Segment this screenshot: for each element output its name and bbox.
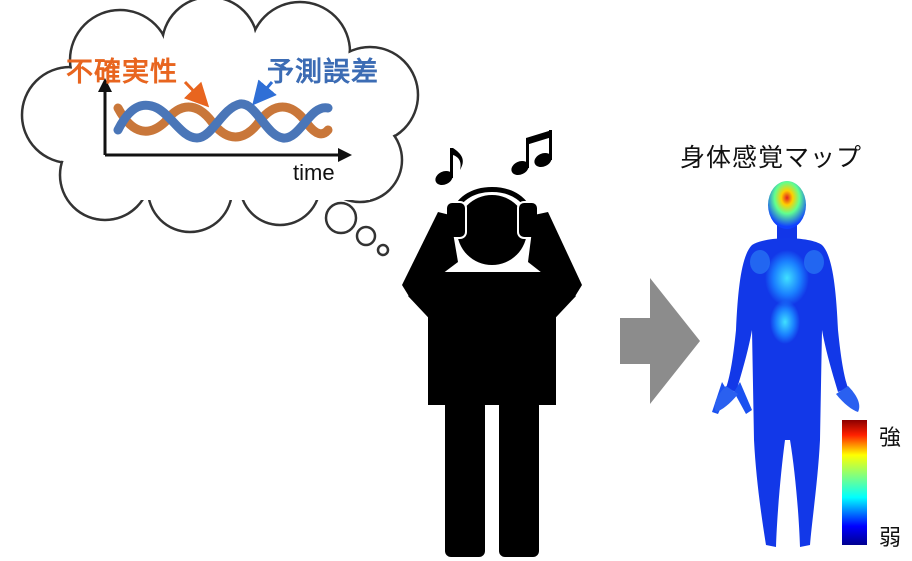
- colorbar-max-label: 強: [879, 426, 902, 451]
- prediction-error-wave: [113, 99, 333, 143]
- prediction-error-label: 予測誤差: [267, 57, 379, 88]
- uncertainty-pointer-arrow: [183, 80, 210, 108]
- thought-bubble-large: [324, 201, 358, 235]
- thought-bubble-medium: [355, 225, 377, 247]
- time-axis-label: time: [293, 160, 335, 185]
- uncertainty-label: 不確実性: [66, 57, 178, 88]
- y-axis-arrowhead: [98, 78, 112, 92]
- colorbar: [842, 420, 867, 545]
- thought-bubble-small: [376, 243, 390, 257]
- beamed-notes-icon: [511, 130, 552, 176]
- error-pointer-arrow: [252, 79, 277, 106]
- body-map-title: 身体感覚マップ: [680, 143, 863, 172]
- thought-cloud-icon: [20, 0, 420, 257]
- eighth-note-icon: [435, 148, 463, 186]
- wave-plot: [98, 78, 352, 162]
- colorbar-min-label: 弱: [879, 526, 902, 551]
- person-with-headphones-icon: [402, 187, 582, 557]
- time-axis-arrowhead: [338, 148, 352, 162]
- right-arrow-icon: [620, 278, 700, 404]
- body-map-figure: [712, 181, 860, 547]
